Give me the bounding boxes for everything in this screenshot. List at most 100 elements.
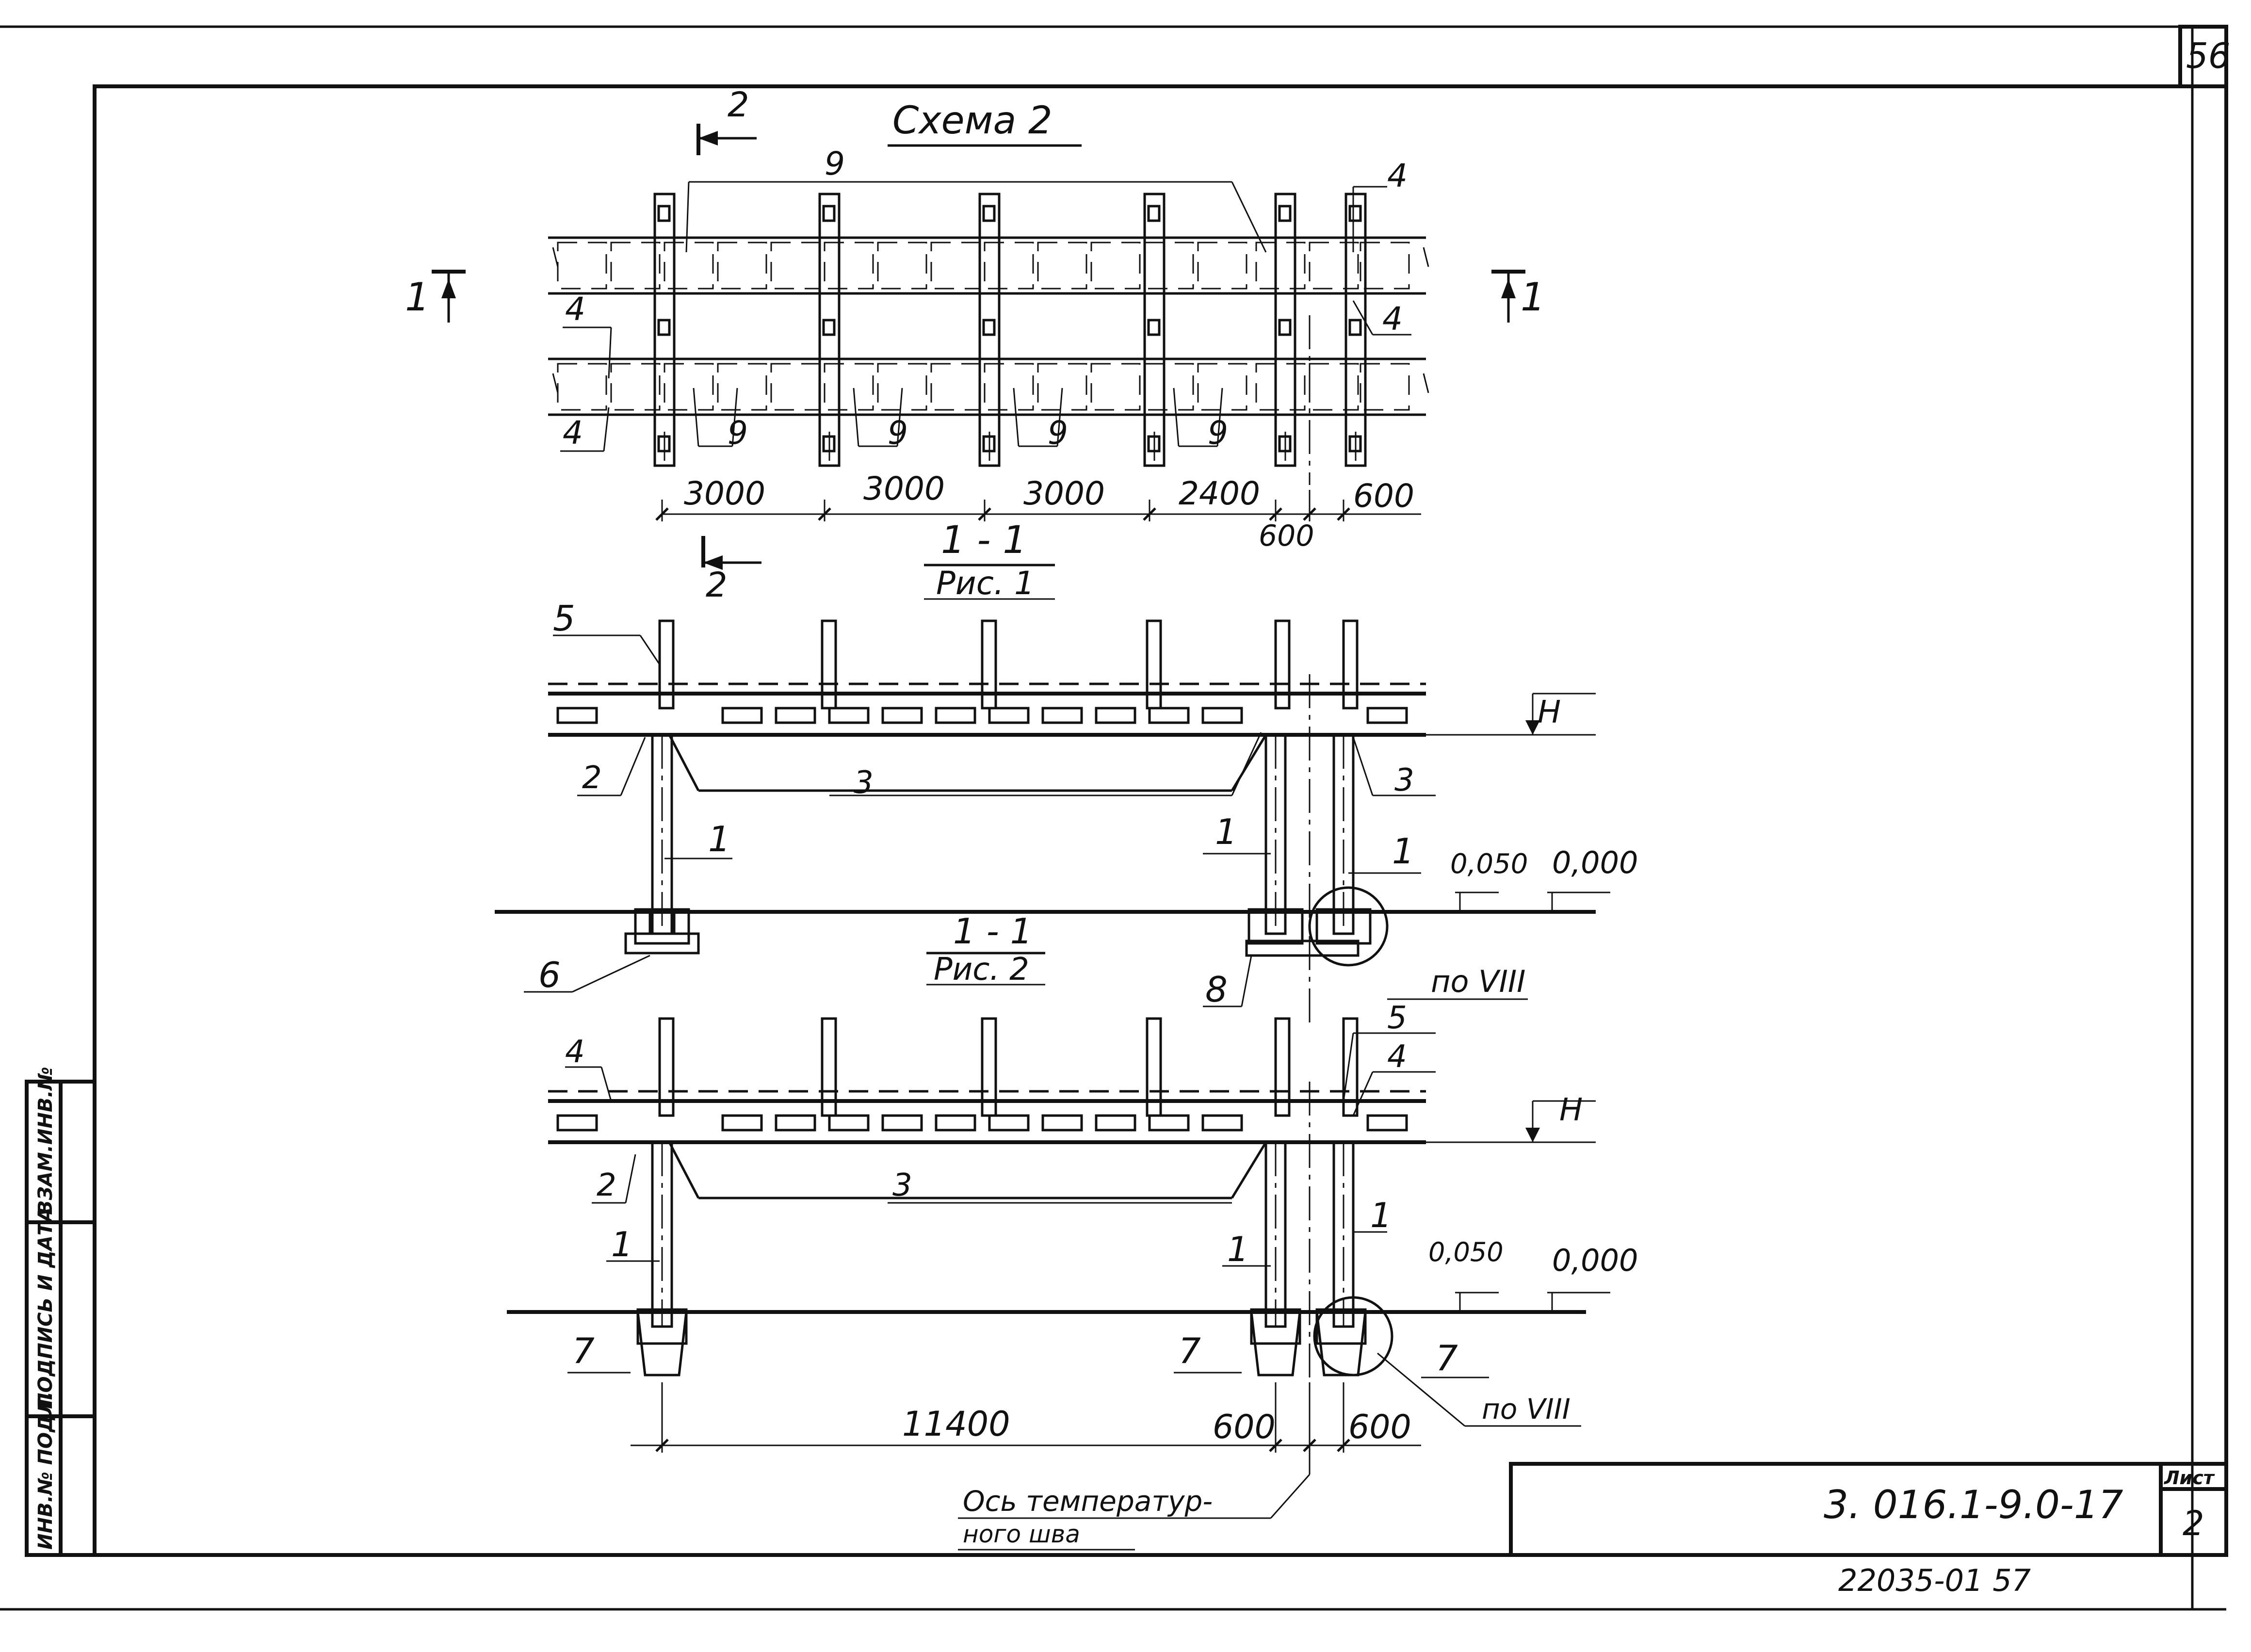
dim-tick [1303, 507, 1316, 521]
section-a-level-2: 0,000 [1552, 845, 1638, 880]
section-b-dim-1: 11400 [902, 1404, 1010, 1444]
section-b-geometry [507, 1017, 1610, 1519]
plan-slab [984, 363, 1034, 411]
girder-edge [1231, 734, 1267, 792]
section-b-level-2: 0,000 [1552, 1243, 1638, 1278]
plan-column-strip [818, 193, 841, 467]
plan-column-hole [822, 319, 836, 336]
stamp-sign-date: ПОДПИСЬ И ДАТА [34, 1207, 57, 1409]
deck-void [1041, 707, 1083, 724]
sheet-label: Лист [2164, 1467, 2215, 1489]
callout-4-right-top: 4 [1387, 157, 1408, 194]
plan-column-hole [657, 319, 671, 336]
foundation-tapered [1250, 1311, 1301, 1377]
railing-post [1342, 619, 1359, 710]
deck-void [881, 1114, 923, 1132]
plan-column-hole [1278, 205, 1292, 222]
section-a-detail-ref: по VIII [1431, 964, 1525, 999]
callout-leader [1352, 737, 1374, 796]
callout-leader [600, 1067, 612, 1101]
plan-dim-5: 600 [1259, 519, 1314, 553]
callout-leader [1056, 388, 1063, 447]
railing-post [658, 1017, 675, 1117]
callout-9-bottom-2: 9 [888, 414, 908, 452]
sheet-frame [0, 25, 2228, 1611]
callout-leader [1241, 955, 1252, 1007]
deck-void [1041, 1114, 1083, 1132]
section-a-callout-3a: 3 [854, 765, 874, 801]
section-b-callout-4a: 4 [565, 1034, 585, 1070]
section-a-callout-1b: 1 [1215, 811, 1237, 852]
plan-slab [1255, 363, 1306, 411]
section-b-subtitle: Рис. 2 [934, 952, 1029, 988]
section-view-fig2: 1 - 1 Рис. 2 H 0,050 0,000 по VIII 4 5 4… [507, 911, 1638, 1551]
deck-void [721, 1114, 763, 1132]
plan-slab [1037, 363, 1087, 411]
section-b-callout-3: 3 [892, 1167, 912, 1203]
dim-tick [1143, 507, 1156, 521]
section-b-callout-1b: 1 [1227, 1230, 1249, 1269]
deck-void [1095, 1114, 1136, 1132]
section-a-callout-8: 8 [1205, 969, 1228, 1010]
foundation-stem [648, 910, 676, 935]
plan-slab [664, 242, 714, 290]
plan-slab [1309, 363, 1359, 411]
plan-callout-9-top: 9 [685, 145, 1267, 253]
plan-column-hole [822, 205, 836, 222]
section-b-callout-1c: 1 [1370, 1196, 1392, 1235]
section-b-callout-2: 2 [597, 1167, 616, 1203]
railing-post [1274, 1017, 1291, 1117]
break-mark [552, 247, 559, 267]
deck-void [828, 707, 870, 724]
plan-slab [1197, 363, 1247, 411]
section-a-callout-3b: 3 [1394, 762, 1414, 798]
plan-column-strips [552, 193, 1429, 485]
plan-slab [1144, 242, 1194, 290]
deck-void [556, 1114, 598, 1132]
callout-leader [731, 388, 738, 447]
section-b-callout-1a: 1 [611, 1225, 633, 1264]
section-b-detail-ref: по VIII [1482, 1393, 1571, 1425]
deck-void [935, 1114, 976, 1132]
plan-dimension-line [655, 490, 1421, 521]
plan-dim-2: 3000 [863, 470, 945, 507]
deck-void [1201, 1114, 1243, 1132]
archive-number: 22035-01 57 [1838, 1563, 2031, 1598]
deck-void [935, 707, 976, 724]
dim-tick [1337, 1439, 1350, 1452]
callout-leader [1231, 732, 1262, 796]
section-b-callout-4b: 4 [1387, 1039, 1407, 1075]
axis-note-leader [1270, 1474, 1311, 1519]
callout-leader [853, 388, 859, 447]
plan-slab [877, 242, 927, 290]
plan-slab [1090, 363, 1141, 411]
callout-leader [1216, 388, 1223, 447]
section-1-label-left: 1 [405, 275, 430, 320]
plan-column-hole [657, 205, 671, 222]
callout-4-left-top: 4 [565, 291, 585, 328]
callout-leader [1377, 1352, 1465, 1427]
plan-slab [1255, 242, 1306, 290]
deck-void [1201, 707, 1243, 724]
axis-note-line-1: Ось температур- [963, 1485, 1213, 1518]
railing-post [1342, 1017, 1359, 1117]
break-mark [552, 373, 559, 393]
level-mark-h [1525, 720, 1540, 735]
plan-slab [1360, 242, 1410, 290]
callout-leader [639, 635, 661, 665]
girder-edge [1231, 1141, 1267, 1199]
plan-slab [1090, 242, 1141, 290]
stamp-replace-inv: ВЗАМ.ИНВ.№ [34, 1067, 57, 1215]
plan-column-strip [1143, 193, 1166, 467]
section-2-label-bottom: 2 [706, 565, 728, 605]
section-b-h: H [1559, 1092, 1583, 1128]
foundation-cup [634, 908, 690, 945]
deck-void [988, 1114, 1030, 1132]
deck-void [1095, 707, 1136, 724]
section-a-callout-6: 6 [538, 955, 561, 995]
callout-leader [572, 955, 650, 993]
foundation-cup [1247, 908, 1304, 945]
plan-slab [1037, 242, 1087, 290]
